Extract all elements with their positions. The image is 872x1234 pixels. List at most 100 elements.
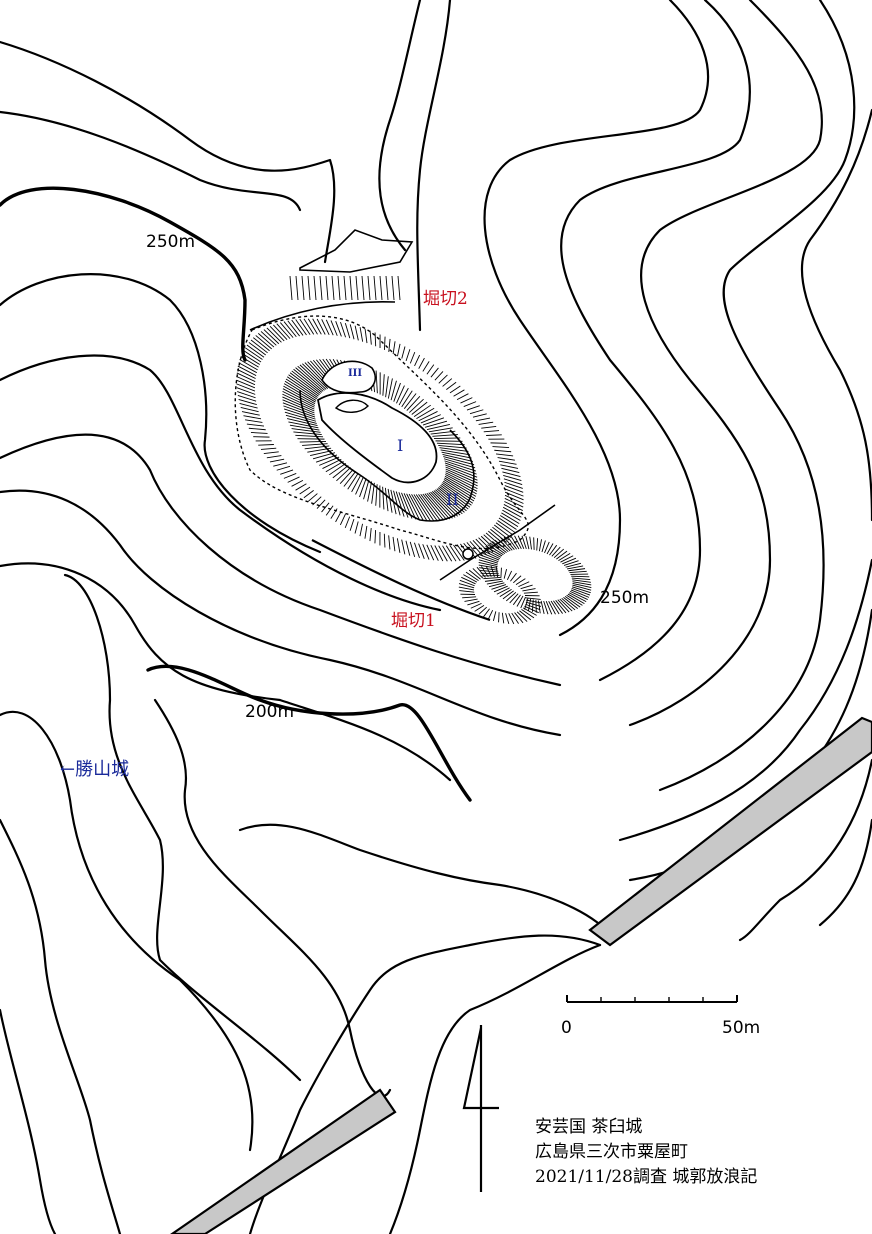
hatch-line bbox=[255, 335, 272, 350]
hatch-line bbox=[321, 502, 330, 513]
hatch-line bbox=[475, 417, 491, 422]
hatch-line bbox=[496, 587, 510, 595]
hatch-line bbox=[495, 566, 499, 578]
hatch-line bbox=[470, 602, 482, 609]
hatch-line bbox=[500, 537, 513, 551]
hatch-line bbox=[510, 572, 517, 582]
hatch-line bbox=[443, 458, 476, 469]
hatch-line bbox=[517, 535, 525, 549]
hatch-line bbox=[337, 275, 341, 301]
hatch-line bbox=[556, 550, 568, 560]
contour-line bbox=[818, 818, 872, 927]
hatch-line bbox=[260, 447, 277, 450]
hatch-line bbox=[563, 597, 579, 609]
hatch-line bbox=[289, 372, 320, 396]
hatch-line bbox=[544, 541, 550, 554]
hatch-line bbox=[403, 393, 417, 409]
hatch-line bbox=[408, 493, 424, 521]
hatch-line bbox=[411, 401, 428, 415]
hatch-line bbox=[570, 589, 590, 598]
hatch-line bbox=[250, 432, 268, 434]
hatch-line bbox=[512, 594, 521, 606]
hatch-line bbox=[505, 591, 517, 602]
hatch-line bbox=[456, 393, 469, 401]
hatch-line bbox=[502, 471, 521, 478]
hatch-line bbox=[285, 378, 318, 400]
hatch-line bbox=[418, 411, 438, 422]
contour-line bbox=[0, 489, 562, 737]
hatch-line bbox=[486, 434, 502, 436]
hatch-line bbox=[503, 536, 515, 551]
hatch-line bbox=[424, 420, 448, 428]
hatch-line bbox=[343, 471, 357, 487]
hatch-line bbox=[289, 275, 293, 301]
hatch-line bbox=[411, 494, 428, 521]
hatch-line bbox=[428, 427, 453, 433]
hatch-line bbox=[312, 318, 322, 335]
hatch-line bbox=[445, 472, 478, 490]
hatch-line bbox=[516, 611, 528, 622]
contour-line bbox=[248, 934, 602, 1234]
hatch-line bbox=[375, 370, 378, 394]
hatch-line bbox=[522, 607, 537, 616]
hatch-line bbox=[572, 581, 592, 586]
hatch-line bbox=[307, 318, 318, 335]
hatch-line bbox=[349, 518, 355, 531]
hatch-line bbox=[504, 485, 524, 493]
hatch-line bbox=[466, 405, 480, 411]
hatch-line bbox=[291, 319, 304, 336]
hatch-line bbox=[509, 593, 519, 604]
hatch-line bbox=[440, 449, 471, 456]
road bbox=[588, 716, 872, 947]
hatch-line bbox=[572, 582, 592, 589]
hatch-line bbox=[438, 374, 448, 384]
hatch-line bbox=[239, 359, 258, 371]
bailey-1-outline bbox=[316, 392, 438, 484]
hatch-line bbox=[502, 509, 521, 521]
scale-label-start: 0 bbox=[561, 1018, 572, 1038]
hatch-line bbox=[344, 323, 351, 339]
hatch-line bbox=[426, 544, 435, 561]
hatch-line bbox=[569, 570, 587, 574]
hatch-line bbox=[495, 522, 514, 536]
hatch-line bbox=[414, 354, 421, 367]
hatch-line bbox=[319, 275, 323, 301]
hatch-line bbox=[439, 486, 469, 510]
hatch-line bbox=[482, 550, 501, 560]
hatch-line bbox=[511, 612, 519, 624]
hatch-line bbox=[263, 451, 279, 455]
hatch-line bbox=[486, 580, 504, 585]
hatch-line bbox=[359, 327, 364, 342]
hatch-line bbox=[484, 578, 502, 582]
hatch-line bbox=[406, 395, 421, 411]
hatch-line bbox=[398, 387, 409, 406]
inner-pit bbox=[334, 399, 369, 413]
hatch-line bbox=[280, 469, 294, 475]
hatch-line bbox=[279, 322, 294, 338]
hatch-line bbox=[502, 506, 522, 518]
hatch-line bbox=[438, 545, 448, 562]
hatch-line bbox=[420, 414, 441, 424]
hatch-line bbox=[541, 540, 546, 553]
hatch-line bbox=[525, 599, 542, 604]
hatch-line bbox=[243, 415, 262, 420]
hatch-line bbox=[313, 275, 317, 301]
hatch-line bbox=[283, 408, 316, 420]
hatch-line bbox=[553, 600, 563, 614]
hatch-line bbox=[243, 350, 262, 363]
hatch-line bbox=[325, 275, 329, 301]
hatch-line bbox=[521, 535, 527, 550]
road bbox=[170, 1088, 397, 1234]
hatch-line bbox=[382, 374, 385, 396]
hatch-line bbox=[571, 586, 591, 594]
hatch-line bbox=[524, 605, 539, 614]
hatch-line bbox=[283, 321, 297, 338]
hatch-line bbox=[396, 538, 401, 553]
hatch-line bbox=[409, 398, 424, 413]
scale-label-end: 50m bbox=[722, 1018, 761, 1038]
hatch-line bbox=[571, 577, 591, 581]
hatch-line bbox=[246, 423, 265, 427]
hatch-line bbox=[354, 521, 359, 534]
hatch-line bbox=[422, 361, 430, 372]
hatch-line bbox=[491, 541, 507, 553]
